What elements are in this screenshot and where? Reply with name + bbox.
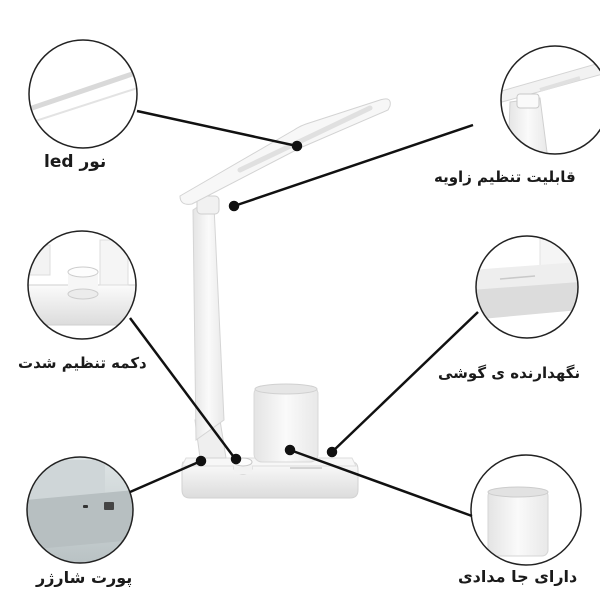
label-pen-holder: دارای جا مدادی <box>458 567 578 586</box>
callout-circle-pen-holder <box>470 454 582 566</box>
callout-circle-charger-port <box>26 456 134 564</box>
callout-circle-brightness-button <box>27 230 137 340</box>
callout-circle-led-light <box>28 39 138 149</box>
label-charger-port: پورت شارژر <box>36 568 133 587</box>
label-brightness-button: دکمه تنظیم شدت <box>18 354 147 372</box>
label-angle-adjust: قابلیت تنظیم زاویه <box>434 168 576 186</box>
label-phone-holder: نگهدارنده ی گوشی <box>438 364 581 382</box>
callout-circle-phone-holder <box>475 235 579 339</box>
lamp-product <box>179 98 391 499</box>
callout-circle-angle-adjust <box>500 45 600 155</box>
leader-lines <box>128 109 479 518</box>
label-led-light: نور led <box>44 152 107 172</box>
